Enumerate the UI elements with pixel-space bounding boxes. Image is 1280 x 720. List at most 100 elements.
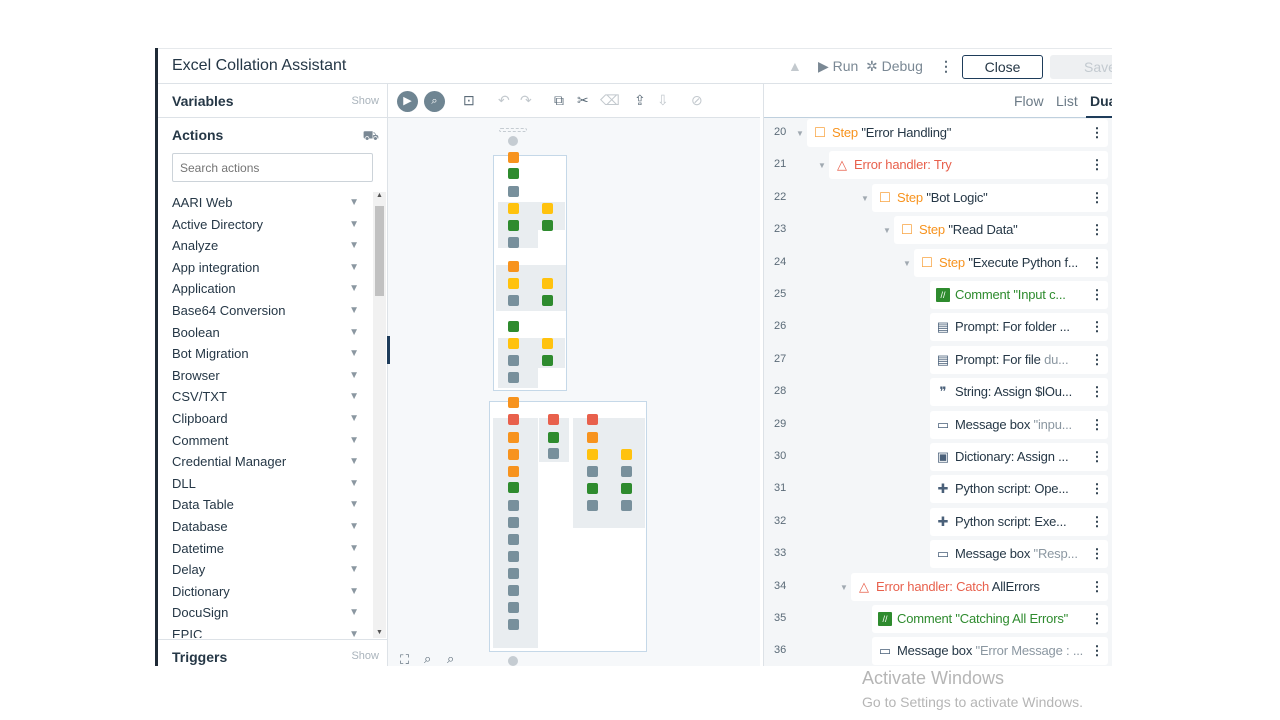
close-button[interactable]: Close [962,55,1043,79]
record-icon[interactable]: ▶ [397,91,418,112]
row-menu-icon[interactable]: ⋮ [1090,481,1104,497]
action-category[interactable]: Active Directory▼ [158,214,373,236]
action-category-label: EPIC [172,626,203,638]
row-menu-icon[interactable]: ⋮ [1090,287,1104,302]
action-category[interactable]: Bot Migration▼ [158,343,373,365]
page-title: Excel Collation Assistant [172,57,347,74]
action-category[interactable]: Database▼ [158,516,373,538]
collapse-chevron-icon[interactable]: ▼ [883,226,891,236]
action-category[interactable]: EPIC▼ [158,624,373,638]
action-category[interactable]: Clipboard▼ [158,408,373,430]
row-menu-icon[interactable]: ⋮ [1090,384,1104,400]
action-category[interactable]: Credential Manager▼ [158,451,373,473]
action-category[interactable]: Comment▼ [158,430,373,452]
undo-icon[interactable]: ↶ [498,92,510,108]
scroll-up-icon[interactable]: ▲ [376,192,383,199]
row-menu-icon[interactable]: ⋮ [1090,513,1104,529]
row-menu-icon[interactable]: ⋮ [1090,222,1104,238]
flow-canvas[interactable] [388,84,760,666]
scroll-down-icon[interactable]: ▼ [376,629,383,636]
fit-view-icon[interactable]: ⛶ [400,652,410,666]
list-row[interactable]: ✚Python script: Exe...⋮ [930,507,1108,536]
import-icon[interactable]: ⇩ [657,92,669,108]
collapse-chevron-icon[interactable]: ▼ [903,258,911,268]
list-row[interactable]: □Step "Bot Logic"⋮ [872,183,1108,212]
tab-dual[interactable]: Dual [1090,93,1112,109]
action-store-icon[interactable]: ⛟ [362,128,379,143]
list-row[interactable]: □Step "Error Handling"⋮ [807,119,1108,147]
delete-icon[interactable]: ⌫ [600,92,620,108]
disable-icon[interactable]: ⊘ [691,92,703,108]
list-row[interactable]: ▤Prompt: For folder ...⋮ [930,313,1108,342]
action-category[interactable]: Browser▼ [158,365,373,387]
chevron-down-icon: ▼ [349,240,359,252]
variables-show-link[interactable]: Show [351,95,379,107]
row-menu-icon[interactable]: ⋮ [1090,643,1104,659]
row-menu-icon[interactable]: ⋮ [1090,189,1104,205]
list-row[interactable]: □Step "Read Data"⋮ [894,216,1108,245]
collapse-chevron-icon[interactable]: ▼ [840,582,848,592]
save-button[interactable]: Save [1050,55,1112,79]
line-number: 26 [774,320,787,333]
comment-icon: // [878,612,892,626]
triggers-show-link[interactable]: Show [351,650,379,662]
export-icon[interactable]: ⇪ [634,92,646,108]
action-category[interactable]: DocuSign▼ [158,602,373,624]
list-row[interactable]: ▭Message box "inpu...⋮ [930,410,1108,439]
flow-group [498,452,534,642]
row-menu-icon[interactable]: ⋮ [1090,125,1104,140]
row-menu-icon[interactable]: ⋮ [1090,449,1104,464]
row-menu-icon[interactable]: ⋮ [1090,416,1104,432]
tab-flow[interactable]: Flow [1014,93,1044,109]
flow-node-step [508,397,519,408]
list-row[interactable]: △Error handler: Try⋮ [829,151,1108,180]
search-actions-input[interactable] [172,153,373,182]
zoom-out-icon[interactable]: ⌕ [424,651,432,666]
zoom-in-icon[interactable]: ⌕ [447,651,455,666]
action-category[interactable]: CSV/TXT▼ [158,386,373,408]
row-menu-icon[interactable]: ⋮ [1090,611,1104,626]
copy-icon[interactable]: ⧉ [554,92,564,108]
search-capture-icon[interactable]: ⌕ [424,91,445,112]
row-menu-icon[interactable]: ⋮ [1090,157,1104,173]
list-row[interactable]: ▭Message box "Error Message : ...⋮ [872,637,1108,666]
action-category[interactable]: Boolean▼ [158,322,373,344]
row-menu-icon[interactable]: ⋮ [1090,319,1104,335]
action-category[interactable]: Base64 Conversion▼ [158,300,373,322]
row-menu-icon[interactable]: ⋮ [1090,578,1104,594]
action-category[interactable]: Dictionary▼ [158,581,373,603]
action-category[interactable]: Datetime▼ [158,538,373,560]
row-menu-icon[interactable]: ⋮ [1090,546,1104,562]
action-category[interactable]: Analyze▼ [158,235,373,257]
list-row[interactable]: //Comment "Catching All Errors"⋮ [872,605,1108,633]
panel-resize-handle[interactable] [387,336,390,364]
collapse-chevron-icon[interactable]: ▼ [861,193,869,203]
list-row[interactable]: ✚Python script: Ope...⋮ [930,475,1108,504]
action-category[interactable]: Application▼ [158,278,373,300]
action-category[interactable]: Data Table▼ [158,494,373,516]
cut-icon[interactable]: ✂ [577,92,589,108]
tab-list[interactable]: List [1056,93,1078,109]
redo-icon[interactable]: ↷ [520,92,532,108]
list-row[interactable]: ▭Message box "Resp...⋮ [930,540,1108,569]
row-menu-icon[interactable]: ⋮ [1090,254,1104,270]
actions-scrollbar[interactable]: ▲▼ [373,192,386,638]
list-row[interactable]: //Comment "Input c...⋮ [930,281,1108,309]
action-category[interactable]: Delay▼ [158,559,373,581]
device-check-icon[interactable]: ⊡ [463,92,475,108]
action-category[interactable]: App integration▼ [158,257,373,279]
list-row[interactable]: ▤Prompt: For file du...⋮ [930,345,1108,374]
collapse-chevron-icon[interactable]: ▼ [796,129,804,138]
scrollbar-thumb[interactable] [375,206,384,296]
run-button[interactable]: ▶ Run [818,58,859,74]
list-row[interactable]: △Error handler: Catch AllErrors⋮ [851,572,1108,601]
debug-button[interactable]: ✲ Debug [866,58,923,74]
action-category[interactable]: DLL▼ [158,473,373,495]
collapse-chevron-icon[interactable]: ▼ [818,161,826,171]
action-category[interactable]: AARI Web▼ [158,192,373,214]
more-menu-icon[interactable]: ⋮ [939,58,953,74]
list-row[interactable]: □Step "Execute Python f...⋮ [914,248,1108,277]
list-row[interactable]: ❞String: Assign $lOu...⋮ [930,378,1108,407]
list-row[interactable]: ▣Dictionary: Assign ...⋮ [930,443,1108,471]
row-menu-icon[interactable]: ⋮ [1090,351,1104,367]
